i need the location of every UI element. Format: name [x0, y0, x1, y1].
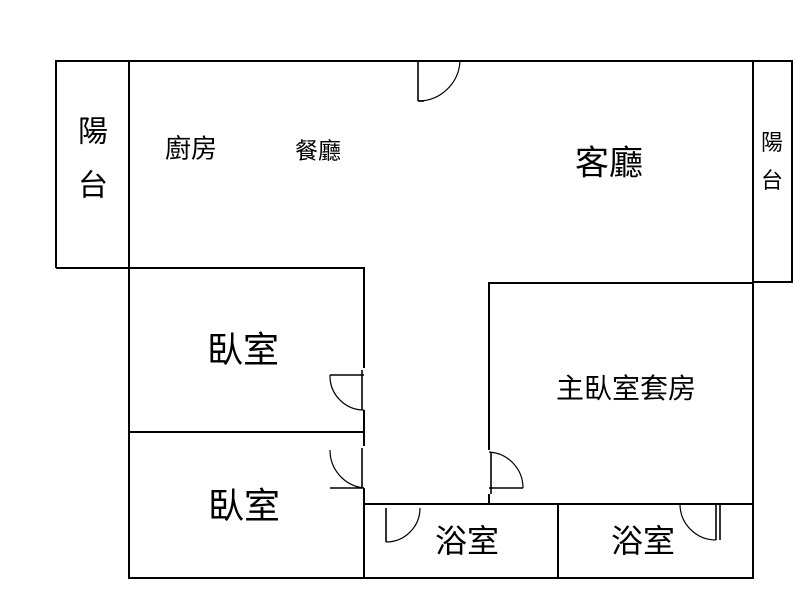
room-labels: 陽 台 廚房 餐廳 客廳 陽 台 臥室 臥室 主臥室套房 浴室 浴室: [78, 115, 783, 561]
balcony-right-label-line2: 台: [761, 169, 783, 194]
doors: [329, 60, 721, 543]
balcony-left-label-line2: 台: [78, 169, 108, 204]
wall-bedroom-1-top: [129, 267, 365, 368]
wall-outer-bottom: [128, 61, 754, 579]
living-label: 客廳: [575, 144, 643, 184]
master-suite-label: 主臥室套房: [556, 372, 696, 405]
bathroom-2-label: 浴室: [611, 522, 675, 560]
bedroom-2-door[interactable]: [329, 448, 365, 489]
master-suite-door[interactable]: [488, 451, 524, 494]
entrance-door[interactable]: [417, 60, 461, 102]
wall-outer-left-top: [55, 60, 793, 283]
balcony-left-label-line1: 陽: [78, 115, 108, 150]
bedroom-2-label: 臥室: [208, 486, 280, 527]
balcony-right-label-line1: 陽: [761, 131, 783, 156]
bedroom-1-door[interactable]: [329, 370, 365, 411]
wall-master-suite: [488, 282, 753, 450]
bedroom-1-label: 臥室: [207, 330, 279, 371]
bathroom-2-door[interactable]: [679, 503, 721, 541]
bathroom-1-label: 浴室: [435, 522, 499, 560]
kitchen-label: 廚房: [165, 135, 217, 165]
bathroom-1-door[interactable]: [385, 507, 421, 543]
walls: [55, 60, 793, 579]
dining-label: 餐廳: [295, 139, 341, 165]
